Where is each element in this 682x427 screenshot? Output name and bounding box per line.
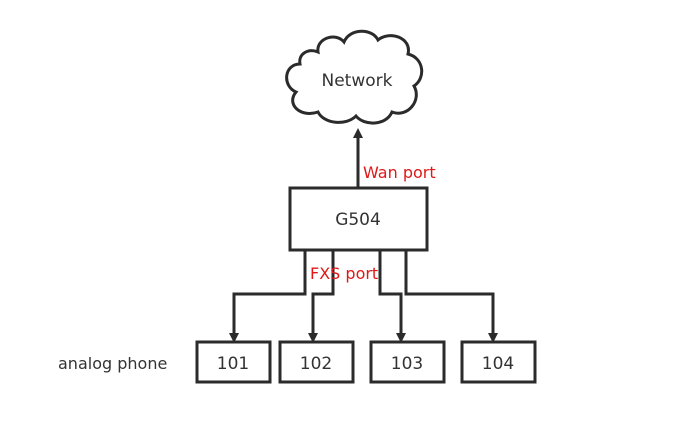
- phone-box-104: [460, 340, 537, 384]
- phone-node-101: 101: [195, 340, 272, 384]
- connector-101: [229, 250, 307, 343]
- phone-box-102: [278, 340, 355, 384]
- analog-phone-label: analog phone: [58, 354, 167, 373]
- phone-node-104: 104: [460, 340, 537, 384]
- phone-label-101: 101: [217, 354, 249, 374]
- network-label: Network: [322, 71, 393, 91]
- connector-104: [404, 250, 498, 343]
- fxs-connectors: [229, 250, 498, 343]
- cloud-shape: [285, 29, 424, 125]
- phone-node-102: 102: [278, 340, 355, 384]
- phone-node-103: 103: [369, 340, 446, 384]
- gateway-node: G504: [288, 186, 429, 252]
- phone-label-102: 102: [300, 354, 332, 374]
- gateway-box: [288, 186, 429, 252]
- gateway-label: G504: [335, 210, 381, 230]
- wan-port-label: Wan port: [363, 163, 436, 182]
- network-cloud: Network: [285, 29, 424, 125]
- connector-102: [308, 250, 335, 343]
- connector-103: [378, 250, 406, 343]
- fxs-port-label: FXS port: [310, 264, 378, 283]
- phone-box-103: [369, 340, 446, 384]
- phone-box-101: [195, 340, 272, 384]
- phone-label-103: 103: [391, 354, 423, 374]
- phone-label-104: 104: [482, 354, 514, 374]
